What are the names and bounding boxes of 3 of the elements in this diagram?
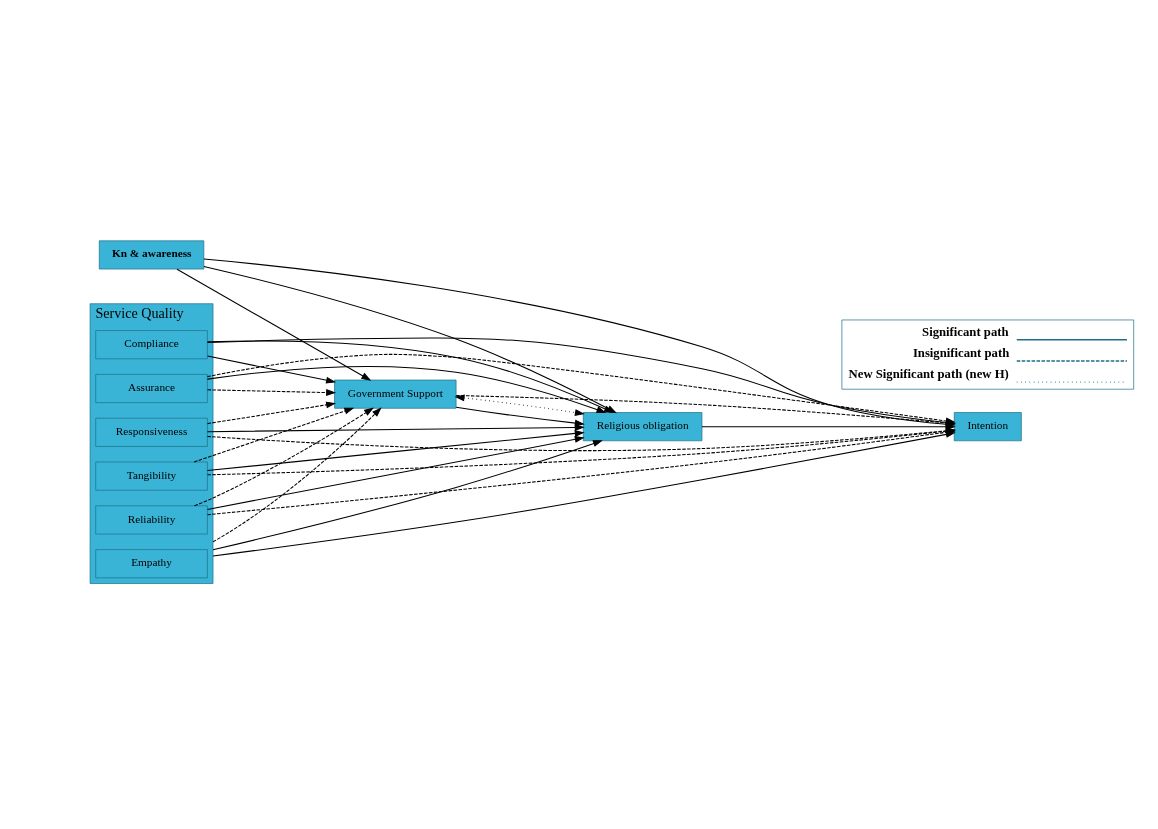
legend-label: New Significant path (new H)	[848, 366, 1009, 381]
legend-label: Insignificant path	[912, 345, 1010, 360]
legend-label: Significant path	[922, 324, 1009, 339]
